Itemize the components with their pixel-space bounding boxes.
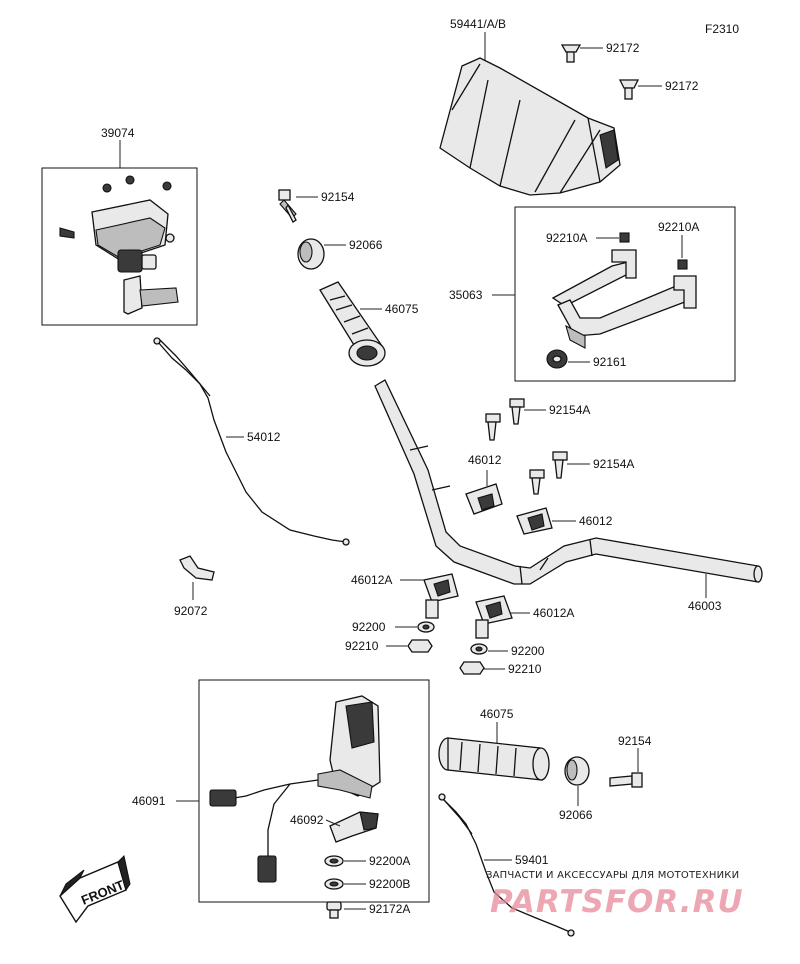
label-54012: 54012: [247, 430, 281, 444]
nut-92161-part: [546, 349, 568, 369]
clamp-46012-left-part: [465, 483, 503, 515]
handlebar-46003-part: [374, 379, 763, 585]
watermark-logo: PARTSFOR.RU: [490, 884, 744, 920]
label-92200B: 92200B: [369, 877, 410, 891]
switch-46091-part: [209, 695, 381, 883]
label-92154-top: 92154: [321, 190, 355, 204]
label-46012-right: 46012: [579, 514, 613, 528]
label-92154-bottom: 92154: [618, 734, 652, 748]
bolt-92154A-b-part: [529, 451, 568, 495]
cable-54012-part: [153, 337, 350, 546]
bracket-35063-part: [551, 232, 697, 349]
bolt-92154A-a-part: [485, 398, 525, 441]
label-92072: 92072: [174, 604, 208, 618]
nut-92210-left-part: [407, 639, 433, 653]
washer-92200A-part: [324, 855, 344, 867]
label-46003: 46003: [688, 599, 722, 613]
label-46075-bottom: 46075: [480, 707, 514, 721]
label-92210A-left: 92210A: [546, 231, 587, 245]
label-46075-top: 46075: [385, 302, 419, 316]
grip-46075-top-part: [319, 281, 386, 367]
figure-code: F2310: [705, 22, 739, 36]
washer-92200B-part: [324, 878, 344, 890]
clamp-46012-right-part: [516, 507, 553, 535]
box-46091: [198, 679, 430, 903]
screw-92172A-part: [326, 901, 342, 919]
label-46012A-left: 46012A: [351, 573, 392, 587]
cable-59401-part: [438, 793, 575, 937]
label-92172-mid: 92172: [665, 79, 699, 93]
band-92072-part: [179, 555, 215, 581]
box-35063: [514, 206, 736, 382]
label-92066-top: 92066: [349, 238, 383, 252]
lever-46092-part: [329, 811, 379, 843]
master-cylinder-part: [59, 175, 179, 315]
front-arrow: FRONT: [59, 854, 131, 924]
label-92210A-right: 92210A: [658, 220, 699, 234]
label-46012-left: 46012: [468, 453, 502, 467]
label-35063: 35063: [449, 288, 483, 302]
weight-92066-bottom-part: [564, 756, 590, 786]
label-59441: 59441/A/B: [450, 17, 506, 31]
holder-46012A-left-part: [423, 573, 459, 619]
label-92200-left: 92200: [352, 620, 386, 634]
washer-92200-left-part: [417, 621, 435, 633]
watermark-subtitle: ЗАПЧАСТИ И АКСЕССУАРЫ ДЛЯ МОТОТЕХНИКИ: [486, 870, 740, 881]
windshield-part: [439, 57, 621, 196]
label-92200A: 92200A: [369, 854, 410, 868]
grip-46075-bottom-part: [438, 737, 550, 781]
label-92200-right: 92200: [511, 644, 545, 658]
label-46012A-right: 46012A: [533, 606, 574, 620]
weight-92066-top-part: [297, 238, 325, 270]
label-92161: 92161: [593, 355, 627, 369]
label-92210-left: 92210: [345, 639, 379, 653]
screw-92172-top-part: [560, 44, 582, 63]
holder-46012A-right-part: [475, 595, 513, 639]
label-46092: 46092: [290, 813, 324, 827]
screw-92172-mid-part: [618, 79, 640, 100]
bolt-92154-top-part: [278, 189, 297, 223]
label-92172-top: 92172: [606, 41, 640, 55]
label-92066-bottom: 92066: [559, 808, 593, 822]
bolt-92154-bottom-part: [609, 772, 643, 788]
label-92172A: 92172A: [369, 902, 410, 916]
label-92210-right: 92210: [508, 662, 542, 676]
label-46091: 46091: [132, 794, 166, 808]
label-59401: 59401: [515, 853, 549, 867]
nut-92210-right-part: [459, 661, 485, 675]
label-92154A-a: 92154A: [549, 403, 590, 417]
washer-92200-right-part: [470, 643, 488, 655]
label-92154A-b: 92154A: [593, 457, 634, 471]
leader-46092: [325, 819, 341, 827]
label-39074: 39074: [101, 126, 135, 140]
